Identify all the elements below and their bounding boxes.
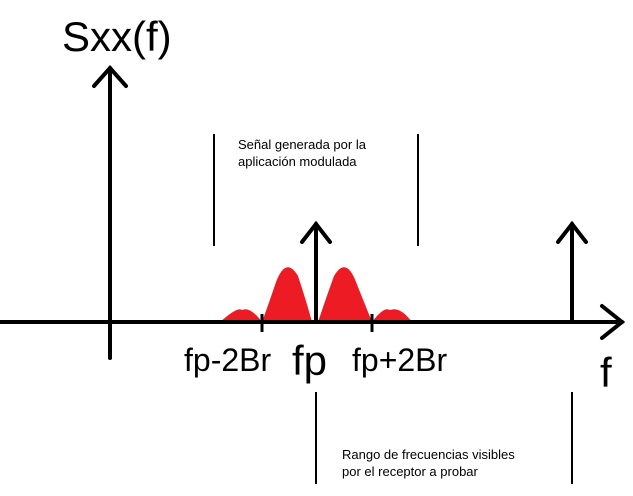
top-annotation-line2: aplicación modulada <box>238 154 357 169</box>
spectrum-lobe-right-main <box>318 267 372 322</box>
center-frequency-label: fp <box>292 337 328 384</box>
arrow-up-icon <box>92 64 128 88</box>
y-axis <box>92 64 128 360</box>
bottom-annotation-line1: Rango de frecuencias visibles <box>342 447 515 462</box>
far-impulse <box>556 220 588 324</box>
top-annotation-line1: Señal generada por la <box>238 137 366 152</box>
spectrum-lobe-left-main <box>262 267 312 322</box>
upper-frequency-label: fp+2Br <box>352 342 448 378</box>
spectrum-lobe-left-outer <box>220 309 262 322</box>
arrow-right-icon <box>600 304 626 340</box>
carrier-impulse <box>300 220 332 324</box>
spectrum-lobe-right-outer <box>372 309 412 322</box>
bottom-annotation-line2: por el receptor a probar <box>342 464 478 479</box>
arrow-up-icon <box>300 220 332 244</box>
spectrum-lobes <box>220 267 412 322</box>
arrow-up-icon <box>556 220 588 244</box>
x-axis-label: f <box>600 349 612 396</box>
y-axis-label: Sxx(f) <box>62 13 172 60</box>
top-annotation: Señal generada por la aplicación modulad… <box>238 136 366 170</box>
bottom-annotation: Rango de frecuencias visibles por el rec… <box>342 446 515 480</box>
x-axis <box>0 304 626 340</box>
tick-marks <box>260 314 374 332</box>
lower-frequency-label: fp-2Br <box>184 342 272 378</box>
annotation-lines <box>213 134 573 484</box>
